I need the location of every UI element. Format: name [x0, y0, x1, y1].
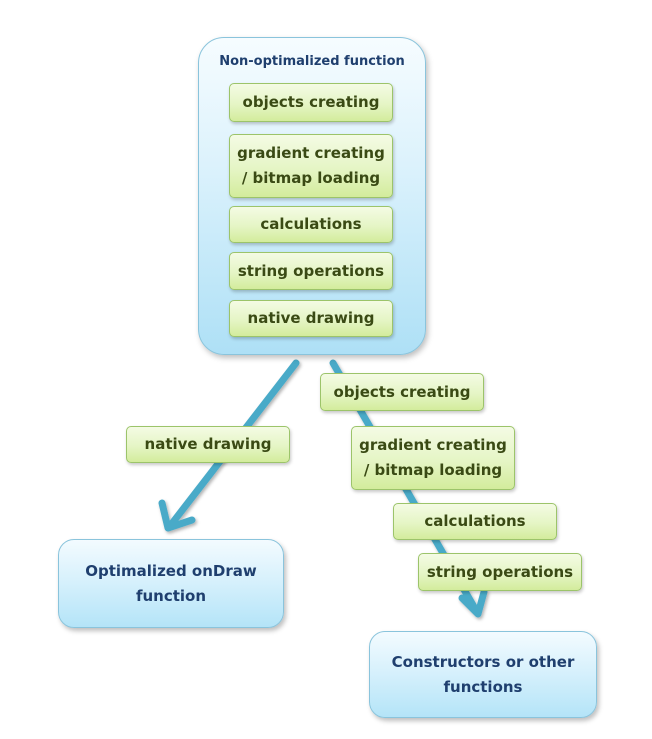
main-item-string-operations: string operations	[229, 252, 393, 290]
right-label-objects-creating: objects creating	[320, 373, 484, 411]
main-item-label: string operations	[237, 261, 385, 280]
target-label: Constructors or other functions	[391, 652, 575, 696]
left-label-native-drawing: native drawing	[126, 426, 290, 463]
main-item-native-drawing: native drawing	[229, 300, 393, 337]
main-item-label: objects creating	[242, 93, 380, 111]
constructors-box: Constructors or other functions	[369, 631, 597, 718]
main-item-gradient-creating: gradient creating / bitmap loading	[229, 134, 393, 198]
main-item-label: calculations	[260, 215, 362, 233]
branch-label: calculations	[424, 512, 526, 530]
main-box-title: Non-optimalized function	[219, 54, 405, 69]
branch-label: native drawing	[144, 435, 272, 453]
right-label-gradient-creating: gradient creating / bitmap loading	[351, 426, 515, 490]
branch-label: gradient creating / bitmap loading	[359, 436, 507, 479]
main-item-objects-creating: objects creating	[229, 83, 393, 122]
main-item-label: native drawing	[247, 309, 375, 327]
branch-label: string operations	[426, 562, 574, 581]
optimalized-ondraw-box: Optimalized onDraw function	[58, 539, 284, 628]
branch-label: objects creating	[333, 382, 471, 401]
right-label-calculations: calculations	[393, 503, 557, 540]
main-item-label: gradient creating / bitmap loading	[237, 144, 385, 187]
main-item-calculations: calculations	[229, 206, 393, 243]
target-label: Optimalized onDraw function	[85, 561, 257, 605]
right-label-string-operations: string operations	[418, 553, 582, 591]
